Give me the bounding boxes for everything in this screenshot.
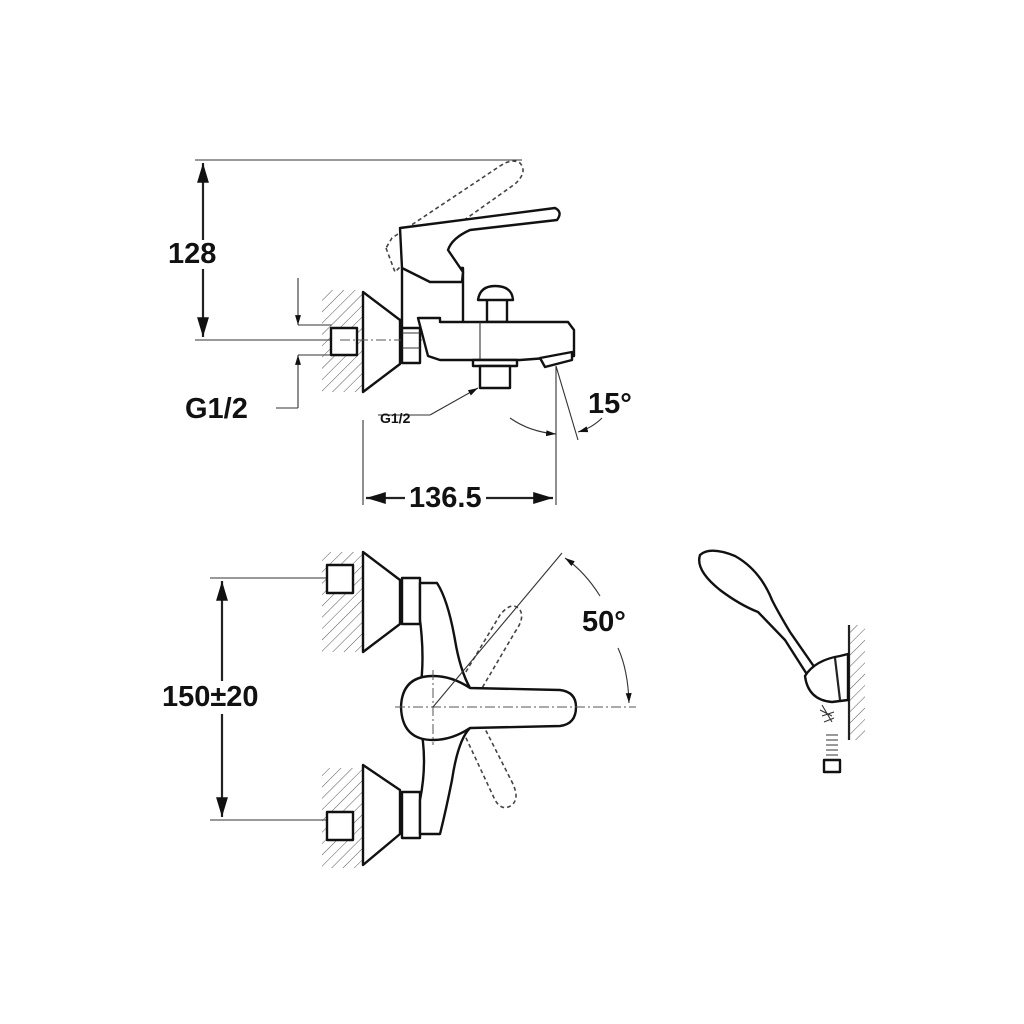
diverter-stem bbox=[485, 296, 509, 324]
lever-top bbox=[399, 674, 578, 742]
lever-alt-position-upper bbox=[454, 605, 523, 701]
hose bbox=[819, 704, 835, 723]
top-view bbox=[210, 550, 636, 868]
angle-arc-50 bbox=[564, 557, 601, 597]
outlet-thread-leader bbox=[429, 387, 479, 416]
escutcheon bbox=[361, 290, 402, 394]
aerator bbox=[538, 350, 574, 369]
hand-shower bbox=[698, 549, 865, 774]
lever-alt-position bbox=[385, 160, 524, 274]
height-dimension-label: 128 bbox=[168, 238, 217, 270]
projection-dimension-label: 136.5 bbox=[405, 484, 486, 513]
hex-nut-lower bbox=[400, 790, 422, 840]
body-arm-upper bbox=[418, 581, 472, 692]
hex-nut-upper bbox=[400, 576, 422, 626]
inlet-thread-label: G1/2 bbox=[185, 393, 248, 425]
body-arm-lower bbox=[418, 722, 472, 836]
spout bbox=[416, 316, 576, 362]
spout-angle-label: 15° bbox=[588, 388, 632, 420]
inlet-nipple bbox=[329, 326, 359, 357]
outlet-thread-label: G1/2 bbox=[380, 410, 411, 426]
wall-hatch-shower bbox=[848, 625, 865, 740]
lever-alt-position-lower bbox=[459, 714, 517, 809]
shower-outlet-nipple bbox=[478, 364, 512, 390]
lever-handle bbox=[398, 206, 561, 284]
shower-holder bbox=[803, 652, 850, 704]
hose-nut bbox=[822, 758, 842, 774]
angle-arc-15 bbox=[509, 417, 557, 437]
side-view bbox=[195, 159, 603, 505]
escutcheon-upper bbox=[361, 550, 402, 654]
escutcheon-lower bbox=[361, 763, 402, 867]
diverter-knob bbox=[476, 284, 515, 302]
shower-head bbox=[698, 549, 817, 678]
center-distance-label: 150±20 bbox=[160, 681, 261, 714]
lever-angle-label: 50° bbox=[582, 606, 626, 638]
